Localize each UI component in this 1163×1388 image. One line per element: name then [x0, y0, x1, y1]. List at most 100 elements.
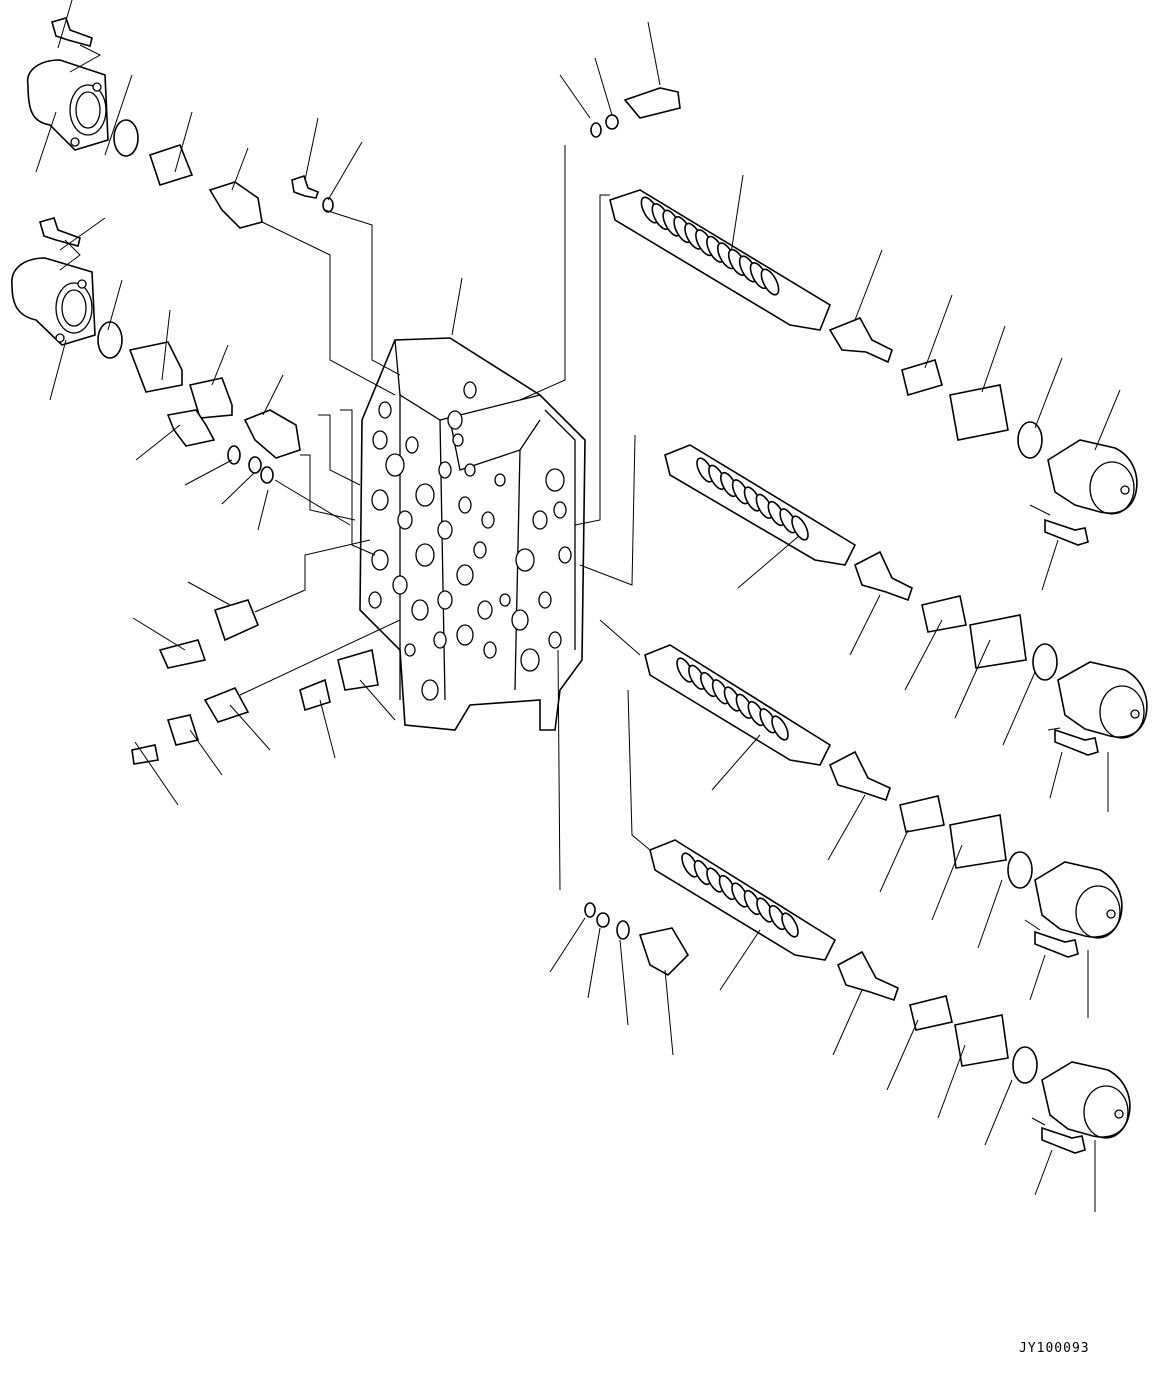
body-port-hole: [373, 431, 387, 449]
callout-leader: [938, 1045, 965, 1118]
callout-leader: [232, 148, 248, 190]
callout-leader: [60, 218, 105, 250]
spool-springs: [900, 360, 1057, 1083]
right-bolts: [1035, 520, 1098, 1153]
callout-leader: [185, 460, 232, 485]
assembly-line: [300, 455, 355, 520]
body-port-hole: [533, 511, 547, 529]
callout-leader: [230, 705, 270, 750]
body-port-hole: [372, 490, 388, 510]
body-port-hole: [549, 632, 561, 648]
callout-leader: [738, 535, 800, 588]
body-port-hole: [405, 644, 415, 656]
right-cap-4: [1042, 1062, 1130, 1138]
right-cap-1: [1048, 440, 1137, 514]
callout-leader: [855, 250, 882, 320]
callout-leader: [985, 1080, 1012, 1145]
body-port-hole: [438, 591, 452, 609]
assembly-line: [575, 195, 610, 525]
body-port-hole: [453, 434, 463, 446]
bottom-center-parts: [585, 903, 688, 975]
assembly-line: [1048, 728, 1060, 730]
callout-leader: [1003, 672, 1035, 745]
callout-leader: [982, 326, 1005, 392]
assembly-line: [255, 540, 370, 612]
body-port-hole: [369, 592, 381, 608]
assembly-lines: [60, 45, 1060, 1125]
callout-leader: [212, 345, 228, 385]
left-small-parts: [98, 120, 378, 764]
body-port-hole: [546, 469, 564, 491]
valve-body: [360, 338, 585, 730]
assembly-line: [70, 45, 100, 72]
body-port-hole: [457, 625, 473, 645]
assembly-line: [340, 410, 375, 555]
assembly-line: [60, 240, 80, 270]
spool-lands: [638, 195, 811, 940]
callout-leader: [135, 742, 178, 805]
callout-leader: [328, 142, 362, 200]
callout-leader: [925, 295, 952, 368]
body-port-hole: [448, 411, 462, 429]
body-port-hole: [416, 484, 434, 506]
callout-leader: [828, 795, 865, 860]
callout-leader: [222, 473, 254, 504]
assembly-line: [262, 222, 395, 395]
body-port-hole: [464, 382, 476, 398]
left-bolts: [40, 18, 318, 246]
assembly-line: [580, 435, 635, 585]
body-port-hole: [478, 601, 492, 619]
callout-leader: [1042, 540, 1058, 590]
callout-leader: [258, 490, 268, 530]
assembly-line: [1025, 920, 1040, 930]
callout-leader: [136, 425, 180, 460]
body-port-hole: [438, 521, 452, 539]
assembly-line: [275, 480, 350, 525]
body-port-hole: [379, 402, 391, 418]
assembly-line: [628, 690, 650, 850]
body-port-hole: [554, 502, 566, 518]
callout-leader: [36, 112, 56, 172]
callout-leader: [305, 118, 318, 180]
callout-leader: [1095, 390, 1120, 450]
callout-leader: [955, 640, 990, 718]
callout-leader: [712, 735, 760, 790]
left-lower-cap: [12, 258, 95, 345]
callout-leader: [190, 730, 222, 775]
callout-leader: [452, 278, 462, 335]
assembly-line: [318, 415, 360, 485]
assembly-line: [1032, 1118, 1045, 1125]
body-port-hole: [398, 511, 412, 529]
spool-land: [779, 911, 802, 939]
top-center-parts: [591, 88, 680, 137]
callout-leader: [1035, 358, 1062, 428]
callout-leader: [1050, 752, 1062, 798]
callout-leader: [1035, 1150, 1052, 1195]
callout-leader: [263, 375, 283, 415]
assembly-line: [600, 620, 640, 655]
body-port-hole: [406, 437, 418, 453]
callout-leader: [595, 58, 612, 115]
callout-leader: [833, 990, 862, 1055]
callout-leader: [108, 280, 122, 330]
assembly-line: [520, 145, 565, 400]
callout-leader: [730, 175, 743, 260]
callout-leader: [560, 75, 590, 118]
callout-leader: [887, 1020, 918, 1090]
assembly-line: [558, 650, 560, 890]
body-port-hole: [393, 576, 407, 594]
body-port-hole: [521, 649, 539, 671]
callout-leader: [720, 930, 760, 990]
body-port-hole: [457, 565, 473, 585]
callout-leader: [850, 595, 880, 655]
body-port-hole: [495, 474, 505, 486]
body-port-hole: [465, 464, 475, 476]
callout-leader: [58, 0, 72, 48]
spool-land: [769, 714, 792, 742]
body-port-hole: [439, 462, 451, 478]
callout-leader: [880, 830, 908, 892]
callout-leader: [905, 620, 942, 690]
drawing-code: JY100093: [1019, 1341, 1090, 1356]
left-upper-cap: [28, 60, 108, 150]
